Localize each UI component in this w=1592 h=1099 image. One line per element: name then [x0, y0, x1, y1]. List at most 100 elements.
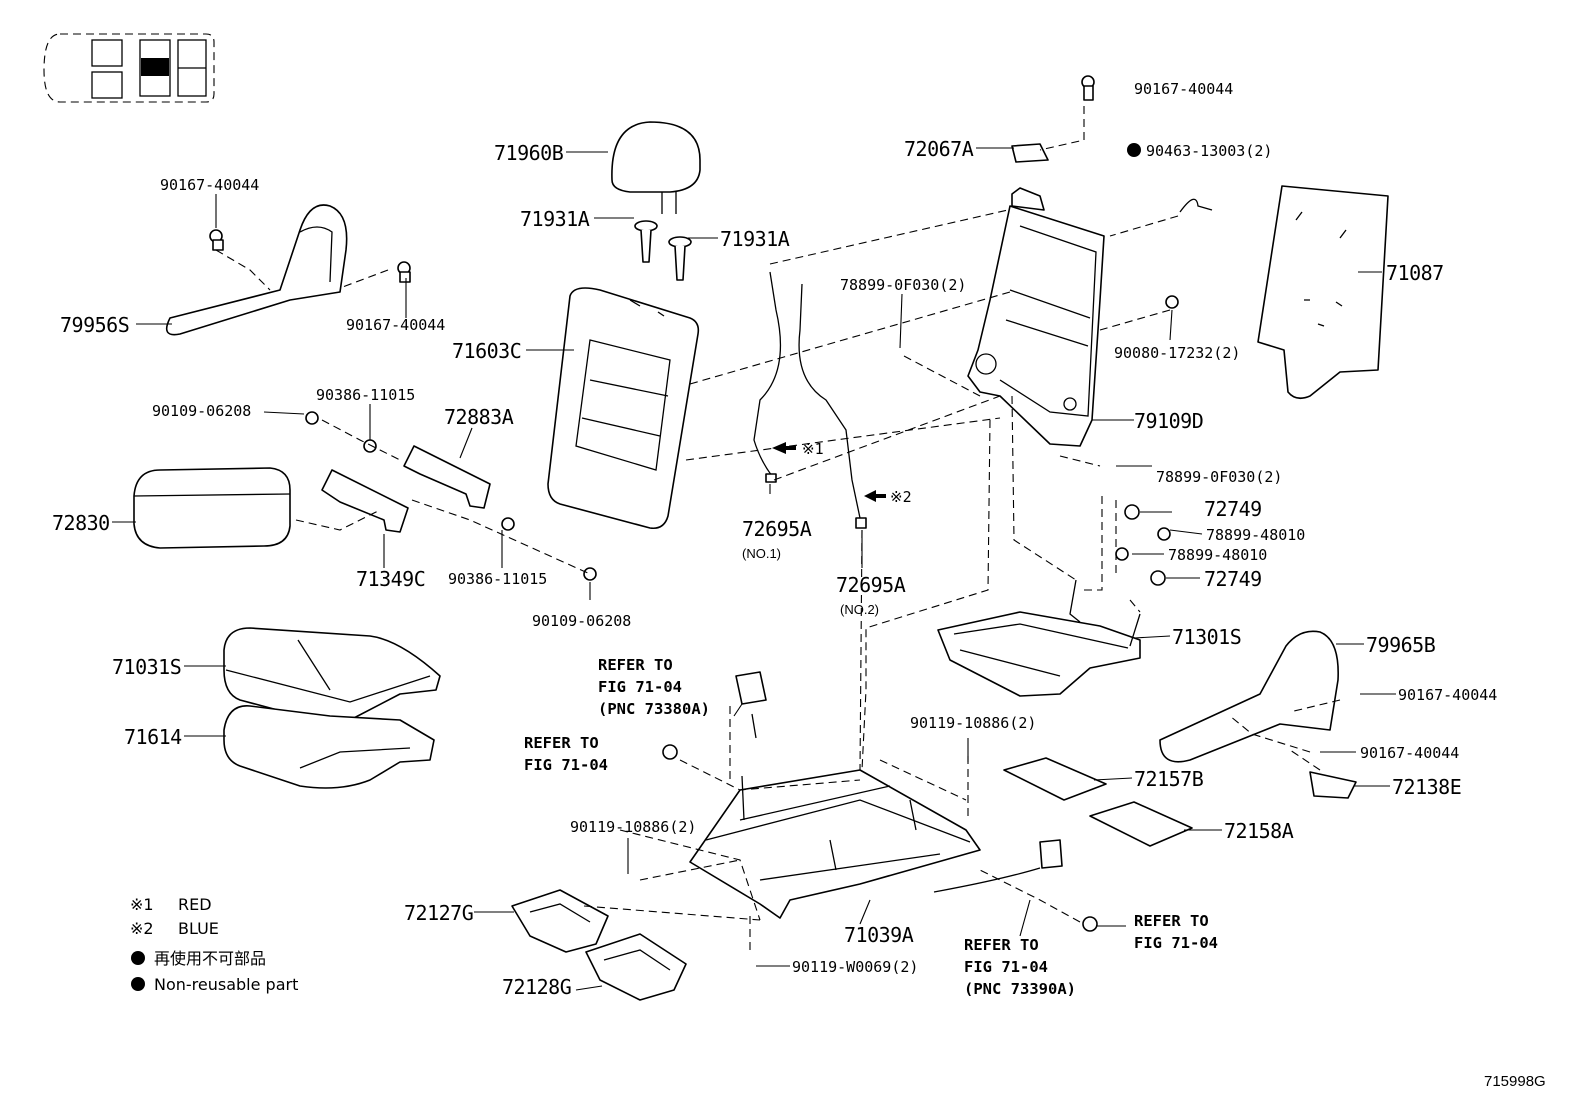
label-72158A: 72158A: [1224, 819, 1294, 843]
wire-clip: [1179, 198, 1213, 213]
label-71301S: 71301S: [1172, 625, 1241, 649]
label-90119-W0069: 90119-W0069(2): [792, 958, 918, 976]
armrest-cushion: [133, 467, 291, 549]
refer-labels: REFER TO FIG 71-04 (PNC 73380A) REFER TO…: [524, 656, 1218, 998]
label-78899-0F030-a: 78899-0F030(2): [840, 276, 966, 294]
seatback-board: [1257, 185, 1389, 400]
seat-cushion-frame: [937, 579, 1141, 697]
label-72138E: 72138E: [1392, 775, 1461, 799]
seat-cushion-cover: [223, 627, 441, 723]
seatback-cover: [547, 287, 700, 530]
label-note2-callout: ※2: [890, 488, 912, 506]
legend-note1-mark: ※1: [130, 895, 154, 914]
label-71349C: 71349C: [356, 567, 425, 591]
label-72749-a: 72749: [1204, 497, 1262, 521]
label-72830: 72830: [52, 511, 110, 535]
label-72157B: 72157B: [1134, 767, 1204, 791]
side-cover-bracket: [1309, 771, 1357, 799]
label-72695A-no1: 72695A: [742, 517, 812, 541]
track-cover-front-left: [511, 889, 609, 953]
label-71931A-left: 71931A: [520, 207, 590, 231]
diagram-id: 715998G: [1484, 1073, 1546, 1090]
label-71039A: 71039A: [844, 923, 914, 947]
seat-adjuster-track: [689, 713, 981, 919]
side-cover-left: [165, 204, 348, 336]
refer-4-line2: FIG 71-04: [964, 958, 1048, 976]
seat-cushion-pad: [223, 705, 435, 789]
label-78899-0F030-b: 78899-0F030(2): [1156, 468, 1282, 486]
legend-note1-text: RED: [178, 895, 212, 914]
refer-2-line1: REFER TO: [524, 734, 599, 752]
label-72695A-no2: 72695A: [836, 573, 906, 597]
assembly-lines: [215, 106, 1341, 950]
bolt-icon: [209, 75, 1095, 283]
legend-nonreusable-jp: 再使用不可部品: [154, 949, 266, 968]
nut-icon: [305, 295, 1179, 932]
label-90080-17232: 90080-17232(2): [1114, 344, 1240, 362]
headrest: [611, 121, 701, 214]
label-90386-11015-a: 90386-11015: [316, 386, 415, 404]
refer-4-line1: REFER TO: [964, 936, 1039, 954]
label-72127G: 72127G: [404, 901, 473, 925]
label-79956S: 79956S: [60, 313, 129, 337]
label-90167-40044-d: 90167-40044: [1398, 686, 1497, 704]
label-79109D: 79109D: [1134, 409, 1203, 433]
label-72883A: 72883A: [444, 405, 514, 429]
label-72695A-no2-sub: (NO.2): [840, 602, 879, 617]
track-cover-front-right: [585, 933, 687, 1001]
track-cover-rear-right: [1089, 801, 1193, 847]
label-72749-b: 72749: [1204, 567, 1262, 591]
legend-bullet-icon: [131, 977, 145, 991]
refer-3-line1: REFER TO: [1134, 912, 1209, 930]
leader-lines: [112, 147, 1396, 991]
legend: ※1 RED ※2 BLUE 再使用不可部品 Non-reusable part: [130, 895, 298, 994]
seatback-frame: [967, 187, 1105, 447]
label-71614: 71614: [124, 725, 182, 749]
label-90167-40044-b: 90167-40044: [346, 316, 445, 334]
label-78899-48010-a: 78899-48010: [1206, 526, 1305, 544]
label-71087: 71087: [1386, 261, 1444, 285]
label-90119-10886-a: 90119-10886(2): [910, 714, 1036, 732]
armrest-bracket: [403, 445, 491, 509]
refer-4-line3: (PNC 73390A): [964, 980, 1076, 998]
label-90386-11015-b: 90386-11015: [448, 570, 547, 588]
label-90463-13003: 90463-13003(2): [1146, 142, 1272, 160]
legend-bullet-icon: [131, 951, 145, 965]
part-labels: 71960B 71931A 71931A 71603C 79956S 90167…: [52, 80, 1497, 999]
seatbelt-buckle-lower: [933, 839, 1063, 893]
track-cover-rear-left: [1003, 757, 1107, 801]
label-90119-10886-b: 90119-10886(2): [570, 818, 696, 836]
label-79965B: 79965B: [1366, 633, 1436, 657]
label-note1-callout: ※1: [802, 440, 824, 458]
label-72128G: 72128G: [502, 975, 571, 999]
headrest-guide-right: [668, 236, 692, 281]
label-72695A-no1-sub: (NO.1): [742, 546, 781, 561]
refer-3-line2: FIG 71-04: [1134, 934, 1218, 952]
label-90109-06208-b: 90109-06208: [532, 612, 631, 630]
label-78899-48010-b: 78899-48010: [1168, 546, 1267, 564]
callout-arrow-icon: [772, 442, 886, 502]
vehicle-location-icon: [43, 33, 215, 103]
seatbelt-buckle: [735, 671, 767, 705]
label-71031S: 71031S: [112, 655, 181, 679]
armrest-hinge-bracket: [321, 469, 409, 533]
refer-1-line2: FIG 71-04: [598, 678, 682, 696]
side-cover-right: [1159, 630, 1339, 763]
label-71960B: 71960B: [494, 141, 564, 165]
label-71931A-right: 71931A: [720, 227, 790, 251]
refer-2-line2: FIG 71-04: [524, 756, 608, 774]
label-72067A: 72067A: [904, 137, 974, 161]
legend-note2-text: BLUE: [178, 919, 219, 938]
release-cable-no2: [798, 283, 867, 529]
refer-1-line1: REFER TO: [598, 656, 673, 674]
headrest-guide-left: [634, 220, 658, 263]
label-90167-40044-c: 90167-40044: [1134, 80, 1233, 98]
legend-note2-mark: ※2: [130, 919, 154, 938]
frame-clip: [1011, 143, 1049, 163]
label-90109-06208-a: 90109-06208: [152, 402, 251, 420]
release-cable-no1: [753, 271, 782, 483]
label-90167-40044-a: 90167-40044: [160, 176, 259, 194]
refer-1-line3: (PNC 73380A): [598, 700, 710, 718]
legend-nonreusable-en: Non-reusable part: [154, 975, 298, 994]
